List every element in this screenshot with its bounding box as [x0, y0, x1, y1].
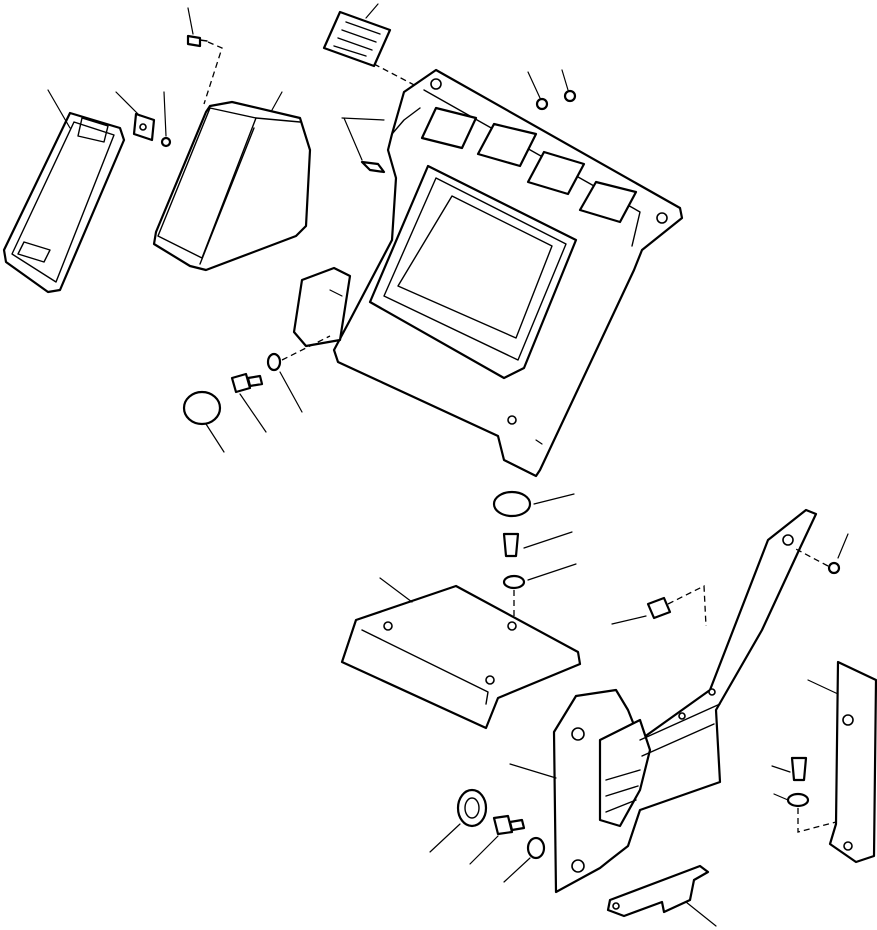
- flange-bolt: [469, 814, 526, 865]
- bolt-c: [771, 756, 808, 782]
- bolt-b: [502, 531, 573, 558]
- washer-a: [266, 335, 331, 413]
- small-screw-a: [160, 91, 172, 148]
- push-rivet: [611, 584, 707, 627]
- top-screw: [186, 7, 223, 105]
- rubber-cap-a: [182, 390, 225, 453]
- nut-b: [561, 69, 577, 103]
- bolt-a: [230, 372, 267, 433]
- washer-c: [773, 792, 837, 833]
- washer-b: [502, 563, 577, 624]
- side-cover: [509, 508, 818, 894]
- main-console-panel: [292, 68, 684, 478]
- side-bracket: [807, 660, 877, 864]
- small-screw-b: [793, 533, 849, 575]
- floor-plate: [340, 577, 582, 730]
- washer-d: [503, 836, 546, 883]
- nut-a: [527, 71, 549, 111]
- strap-bracket: [606, 864, 717, 927]
- grommet: [429, 788, 488, 853]
- hinge-bracket: [115, 91, 156, 142]
- storage-lid: [2, 89, 126, 294]
- rubber-cap-b: [492, 490, 575, 518]
- wire-clip: [341, 117, 386, 174]
- storage-box: [152, 91, 312, 272]
- vent-grille: [322, 3, 421, 89]
